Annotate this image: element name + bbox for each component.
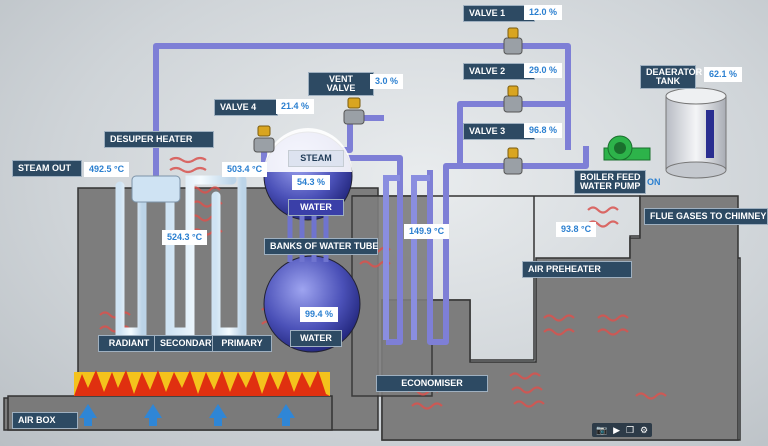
steam-piping xyxy=(153,43,589,345)
vent-valve[interactable] xyxy=(343,97,365,125)
gear-icon[interactable]: ⚙ xyxy=(639,425,649,435)
radiant-label: RADIANT xyxy=(98,335,160,352)
valve-1-value: 12.0 % xyxy=(524,5,563,20)
camera-icon[interactable]: 📷 xyxy=(595,425,608,435)
valve-3-label: VALVE 3 xyxy=(463,123,535,140)
valve-2-value: 29.0 % xyxy=(524,63,563,78)
valve-1[interactable] xyxy=(503,27,523,55)
desuper-heater-label: DESUPER HEATER xyxy=(104,131,214,148)
valve-3-value: 96.8 % xyxy=(524,123,563,138)
deaerator-tank-label: DEAERATOR TANK xyxy=(640,65,702,89)
video-icon[interactable]: ▶ xyxy=(613,425,621,435)
mud-drum-level: 99.4 % xyxy=(300,307,339,322)
flue-gases-label: FLUE GASES TO CHIMNEY xyxy=(644,208,768,225)
primary-temp: 503.4 °C xyxy=(222,162,268,177)
valve-4[interactable] xyxy=(253,125,275,153)
boiler-feed-water-pump[interactable] xyxy=(603,135,651,161)
air-box-label: AIR BOX xyxy=(12,412,78,429)
steam-label: STEAM xyxy=(288,150,344,167)
economiser-temp: 149.9 °C xyxy=(404,224,450,239)
pump-label: BOILER FEED WATER PUMP xyxy=(574,170,646,194)
vent-valve-value: 3.0 % xyxy=(370,74,404,89)
air-inlet-arrows xyxy=(79,404,295,426)
secondary-temp: 524.3 °C xyxy=(162,230,208,245)
deaerator-tank xyxy=(665,87,727,179)
view-toolbar: 📷 ▶ ❐ ⚙ xyxy=(592,423,652,437)
deaerator-level-value: 62.1 % xyxy=(704,67,743,82)
valve-4-value: 21.4 % xyxy=(276,99,315,114)
water-top-label: WATER xyxy=(288,199,344,216)
superheater-tubes xyxy=(53,175,277,337)
steam-drum-level: 54.3 % xyxy=(292,175,331,190)
valve-2-label: VALVE 2 xyxy=(463,63,535,80)
air-preheater-label: AIR PREHEATER xyxy=(522,261,632,278)
valve-4-label: VALVE 4 xyxy=(214,99,278,116)
pump-status: ON xyxy=(647,177,661,187)
burner-flames xyxy=(74,370,330,396)
water-bottom-label: WATER xyxy=(290,330,342,347)
economiser-tubes xyxy=(383,175,430,340)
valve-2[interactable] xyxy=(503,85,523,113)
banks-of-water-tube-label: BANKS OF WATER TUBE xyxy=(264,238,378,255)
steam-out-label: STEAM OUT xyxy=(12,160,82,177)
copy-icon[interactable]: ❐ xyxy=(625,425,635,435)
air-preheater-temp: 93.8 °C xyxy=(556,222,597,237)
desuper-heater-vessel xyxy=(131,175,181,203)
secondary-label: SECONDARY xyxy=(154,335,220,352)
vent-valve-label: VENT VALVE xyxy=(308,72,374,96)
valve-1-label: VALVE 1 xyxy=(463,5,535,22)
valve-3[interactable] xyxy=(503,147,523,175)
primary-label: PRIMARY xyxy=(212,335,272,352)
economiser-label: ECONOMISER xyxy=(376,375,488,392)
steam-out-temp: 492.5 °C xyxy=(84,162,130,177)
